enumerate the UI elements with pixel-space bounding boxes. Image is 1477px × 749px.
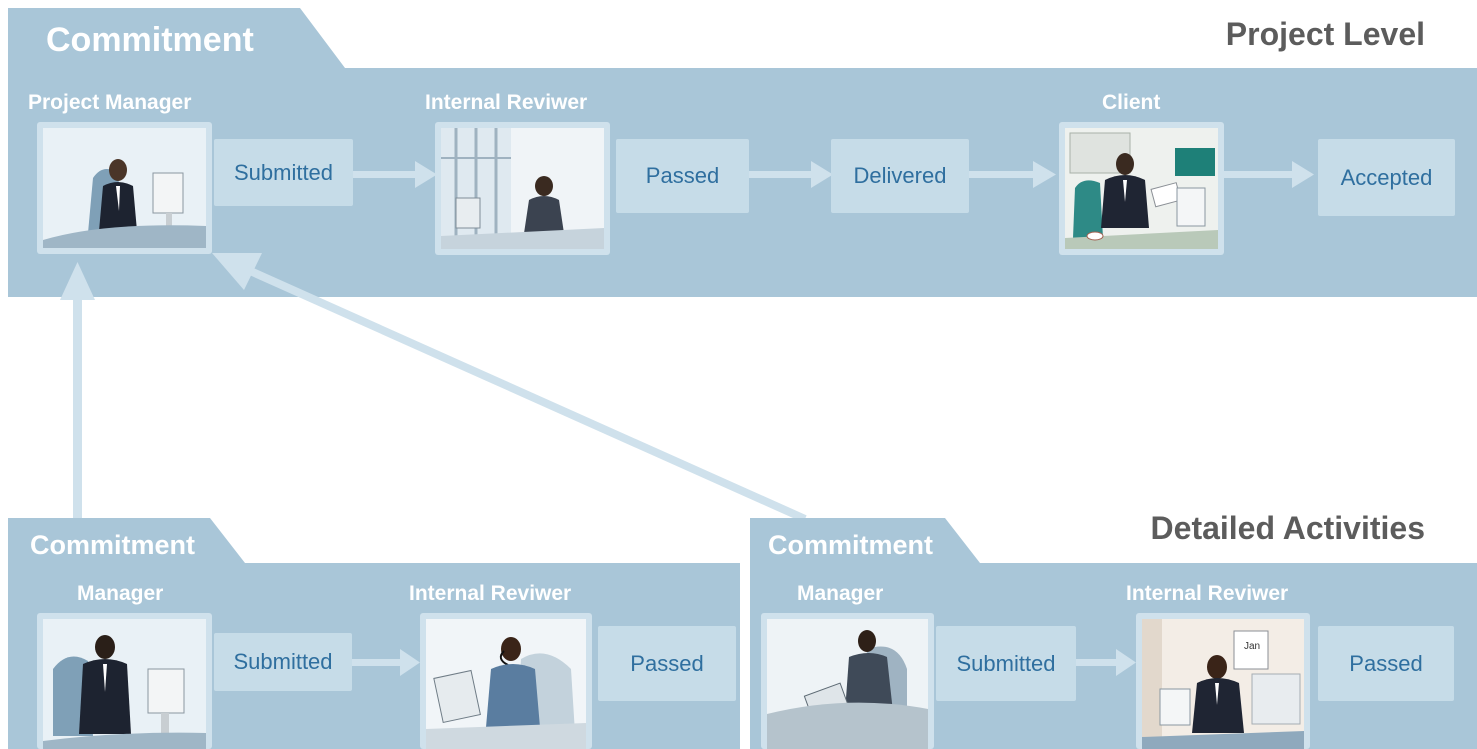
role-label-project-manager: Project Manager [28,91,192,114]
role-label-internal-reviewer: Internal Reviwer [1126,582,1289,605]
detailed-left-tab-label: Commitment [30,530,196,560]
detailed-activities-title: Detailed Activities [1150,510,1425,546]
arrow-right-icon [1076,649,1136,676]
calendar-month-label: Jan [1244,641,1260,652]
up-arrow-icon [60,262,95,521]
status-submitted: Submitted [214,633,352,691]
manager-image [37,613,212,749]
status-passed: Passed [598,626,736,701]
project-level-title: Project Level [1225,16,1425,52]
project-level-tab-label: Commitment [46,21,254,59]
status-passed: Passed [1318,626,1454,701]
arrow-right-icon [353,161,437,188]
status-accepted: Accepted [1318,139,1455,216]
woman-with-laptop-illustration [767,619,928,749]
diagonal-arrow-icon [212,253,807,523]
manager-laptop-image [761,613,934,749]
project-manager-image [37,122,212,254]
woman-with-headset-illustration [426,619,586,749]
arrow-right-icon [1224,161,1314,188]
person-at-window-illustration [441,128,604,249]
detailed-right-tab-label: Commitment [768,530,934,560]
role-label-client: Client [1102,91,1161,114]
status-submitted: Submitted [214,139,353,206]
businessman-with-papers-illustration [1065,128,1218,249]
reviewer-calendar-image: Jan [1136,613,1310,749]
manager-at-computer-illustration [43,619,206,749]
status-passed: Passed [616,139,749,213]
status-delivered: Delivered [831,139,969,213]
role-label-internal-reviewer: Internal Reviwer [409,582,572,605]
client-image [1059,122,1224,255]
arrow-right-icon [969,161,1056,188]
role-label-internal-reviewer: Internal Reviwer [425,91,588,114]
person-at-desk-illustration [43,128,206,248]
status-submitted: Submitted [936,626,1076,701]
internal-reviewer-image [435,122,610,255]
role-label-manager: Manager [77,582,164,605]
arrow-right-icon [352,649,420,676]
man-with-calendar-illustration: Jan [1142,619,1304,749]
role-label-manager: Manager [797,582,884,605]
headset-reviewer-image [420,613,592,749]
arrow-right-icon [749,161,833,188]
